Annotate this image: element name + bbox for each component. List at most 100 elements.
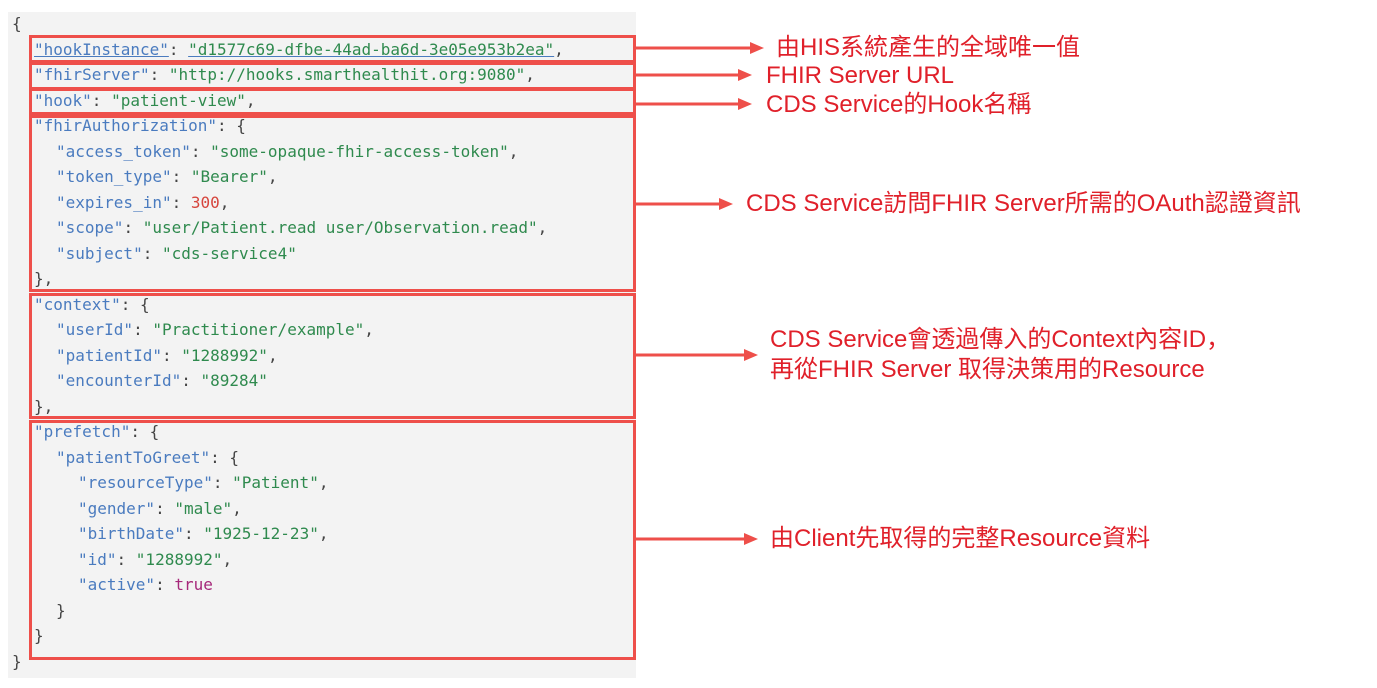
code-line: "token_type": "Bearer", <box>56 164 278 189</box>
code-line: "hook": "patient-view", <box>34 88 256 113</box>
code-line: } <box>12 649 22 674</box>
code-token: , <box>364 320 374 339</box>
code-token: "gender" <box>78 498 156 518</box>
code-token: "active" <box>78 575 156 594</box>
code-token: "subject" <box>56 243 143 263</box>
highlight-box-fhir-authorization <box>29 115 636 292</box>
code-line: "encounterId": "89284" <box>56 368 268 393</box>
code-token: "male" <box>174 498 233 518</box>
code-token: "some-opaque-fhir-access-token" <box>210 141 509 161</box>
code-token: "token_type" <box>56 167 172 186</box>
code-token: { <box>12 14 22 33</box>
code-token: "context" <box>34 294 121 314</box>
code-line: "access_token": "some-opaque-fhir-access… <box>56 139 518 164</box>
code-token: : <box>123 218 143 237</box>
code-token: } <box>12 651 22 671</box>
annotation-fhir-server: FHIR Server URL <box>766 61 954 91</box>
code-token: : { <box>130 422 160 441</box>
code-token: "hook" <box>34 90 92 110</box>
code-token: "89284" <box>200 371 268 390</box>
code-token: "1288992" <box>135 549 223 569</box>
highlight-box-hook-instance <box>29 35 636 63</box>
code-token: "patientId" <box>56 345 162 365</box>
json-code-panel: { "hookInstance": "d1577c69-dfbe-44ad-ba6… <box>8 12 636 678</box>
code-token: , <box>554 39 564 59</box>
code-line: "expires_in": 300, <box>56 190 229 215</box>
code-line: "resourceType": "Patient", <box>78 470 328 495</box>
code-token: , <box>318 524 329 543</box>
code-token: , <box>222 549 233 569</box>
code-token: , <box>267 167 278 186</box>
arrow-head-icon <box>738 98 752 110</box>
arrow-head-icon <box>744 349 758 361</box>
code-token: "d1577c69-dfbe-44ad-ba6d-3e05e953b2ea" <box>188 39 555 59</box>
code-token: }, <box>34 269 54 288</box>
code-token: "cds-service4" <box>161 243 297 263</box>
code-line: "id": "1288992", <box>78 547 232 572</box>
code-line: } <box>56 598 66 623</box>
code-token: , <box>537 218 548 237</box>
annotation-prefetch-text: 由Client先取得的完整Resource資料 <box>770 525 1151 552</box>
annotation-fhir-authorization: CDS Service訪問FHIR Server所需的OAuth認證資訊 <box>746 189 1301 219</box>
code-token: : <box>168 39 189 59</box>
highlight-box-prefetch <box>29 420 636 660</box>
code-line: "birthDate": "1925-12-23", <box>78 521 328 546</box>
code-token: : <box>161 345 182 365</box>
code-line: "patientToGreet": { <box>56 445 239 470</box>
code-token: "hookInstance" <box>34 39 169 59</box>
code-token: "http://hooks.smarthealthit.org:9080" <box>168 65 526 84</box>
code-line: } <box>34 623 44 648</box>
code-token: "patient-view" <box>111 90 246 110</box>
code-line: "prefetch": { <box>34 419 159 444</box>
code-line: "hookInstance": "d1577c69-dfbe-44ad-ba6d… <box>34 37 564 62</box>
code-line: "active": true <box>78 572 213 597</box>
code-token: "access_token" <box>56 141 191 161</box>
code-token: : <box>142 243 162 263</box>
annotation-fhir-server-text: FHIR Server URL <box>766 62 955 89</box>
code-token: "prefetch" <box>34 422 131 441</box>
code-token: "encounterId" <box>56 371 182 390</box>
code-token: : <box>183 524 204 543</box>
code-token: }, <box>34 396 54 416</box>
annotation-fhir-authorization-text: CDS Service訪問FHIR Server所需的OAuth認證資訊 <box>746 190 1301 217</box>
code-line: "patientId": "1288992", <box>56 343 278 368</box>
code-token: : <box>133 320 153 339</box>
annotation-prefetch: 由Client先取得的完整Resource資料 <box>770 524 1150 554</box>
code-token: : <box>181 371 201 390</box>
code-token: , <box>525 65 535 84</box>
code-line: "gender": "male", <box>78 496 242 521</box>
code-token: "user/Patient.read user/Observation.read… <box>142 218 538 237</box>
arrow-head-icon <box>750 42 764 54</box>
code-line: { <box>12 11 22 36</box>
code-line: "fhirServer": "http://hooks.smarthealthi… <box>34 62 535 87</box>
code-token: : { <box>210 447 240 467</box>
code-token: , <box>267 345 278 365</box>
annotation-context-line1: CDS Service會透過傳入的Context內容ID， <box>770 326 1231 353</box>
annotation-hook-instance-text: 由HIS系統產生的全域唯一值 <box>776 34 1081 61</box>
code-token: : <box>155 575 175 594</box>
code-token: : <box>212 473 233 492</box>
code-token: 300 <box>190 192 220 212</box>
annotation-hook-instance: 由HIS系統產生的全域唯一值 <box>776 33 1080 63</box>
code-token: : <box>190 141 211 161</box>
code-line: "context": { <box>34 292 150 317</box>
code-token: } <box>34 626 44 645</box>
code-token: "userId" <box>56 320 134 339</box>
code-line: "scope": "user/Patient.read user/Observa… <box>56 215 547 240</box>
code-token: "id" <box>78 549 117 569</box>
arrow-head-icon <box>719 198 733 210</box>
arrow-head-icon <box>738 69 752 81</box>
code-line: "userId": "Practitioner/example", <box>56 317 374 342</box>
arrow-head-icon <box>744 533 758 545</box>
code-token: : <box>149 65 169 84</box>
code-token: "Practitioner/example" <box>152 320 365 339</box>
code-token: : <box>171 167 191 186</box>
annotation-context-line2: 再從FHIR Server 取得決策用的Resource <box>770 356 1205 383</box>
code-token: "1925-12-23" <box>203 524 319 543</box>
code-token: "Patient" <box>232 473 319 492</box>
annotation-context: CDS Service會透過傳入的Context內容ID， 再從FHIR Ser… <box>770 325 1230 385</box>
code-token: : { <box>217 116 246 135</box>
code-line: }, <box>34 394 53 419</box>
code-token: : <box>171 192 191 212</box>
